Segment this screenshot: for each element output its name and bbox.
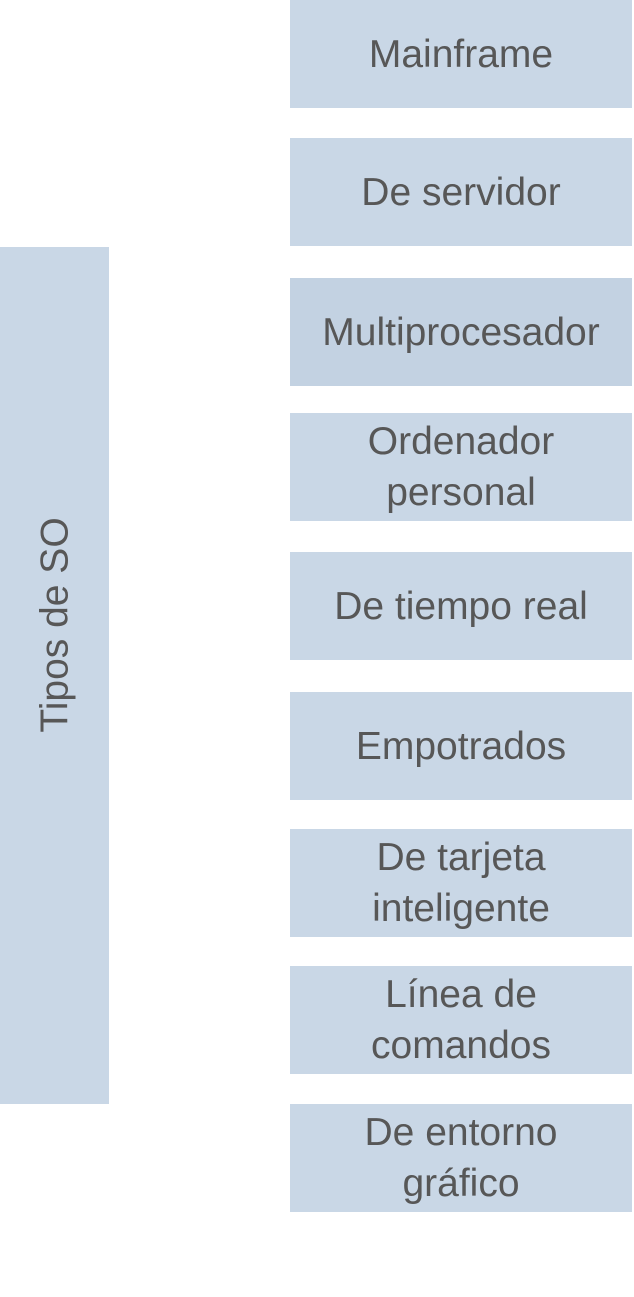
os-type-embedded: Empotrados (290, 692, 632, 800)
os-type-personal-computer: Ordenador personal (290, 413, 632, 521)
os-types-list: Mainframe De servidor Multiprocesador Or… (290, 0, 632, 1297)
os-type-label: Línea de comandos (371, 973, 551, 1067)
os-type-graphical: De entorno gráfico (290, 1104, 632, 1212)
os-type-label: De servidor (361, 170, 561, 214)
root-node-label: Tipos de SO (33, 517, 77, 733)
os-type-label: De tarjeta inteligente (372, 836, 550, 930)
os-type-real-time: De tiempo real (290, 552, 632, 660)
os-type-command-line: Línea de comandos (290, 966, 632, 1074)
os-type-server: De servidor (290, 138, 632, 246)
os-type-label: Ordenador personal (367, 420, 555, 514)
os-type-multiprocessor: Multiprocesador (290, 278, 632, 386)
os-type-label: Empotrados (355, 724, 567, 768)
os-type-smart-card: De tarjeta inteligente (290, 829, 632, 937)
root-node-box (0, 247, 109, 1104)
os-type-label: Mainframe (368, 32, 554, 76)
os-type-label: De tiempo real (334, 584, 588, 628)
os-type-label: De entorno gráfico (364, 1111, 558, 1205)
os-type-label: Multiprocesador (322, 310, 600, 354)
os-type-mainframe: Mainframe (290, 0, 632, 108)
